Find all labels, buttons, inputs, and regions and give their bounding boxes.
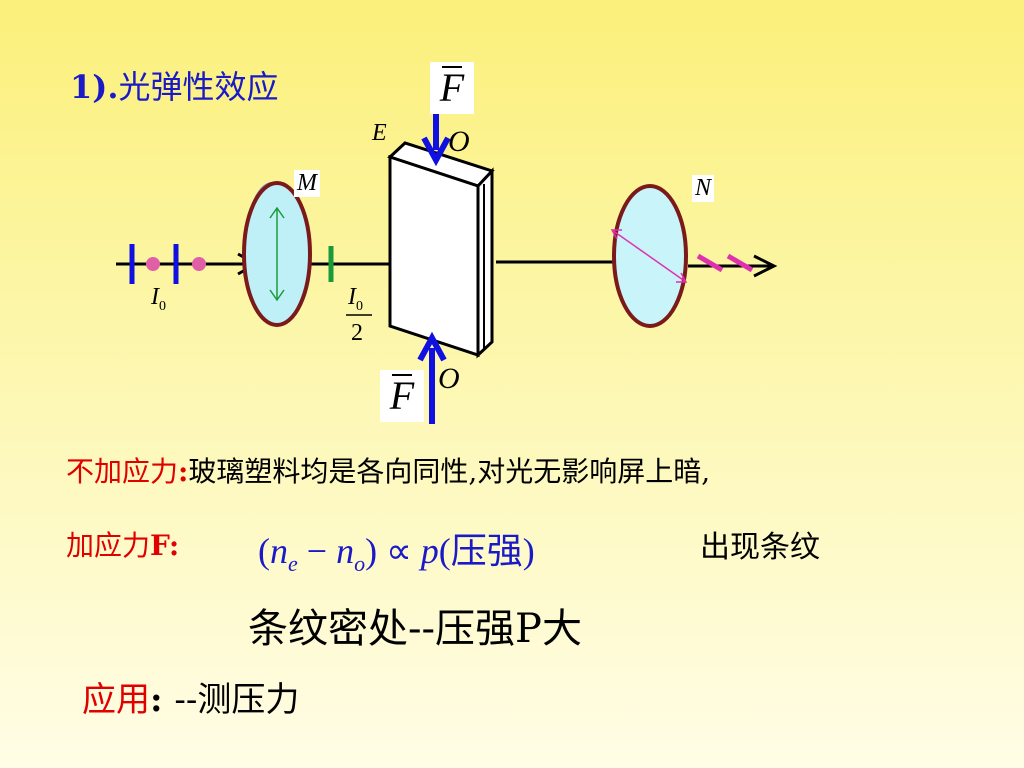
output-polarization-mark: [696, 253, 724, 273]
label-i0-half-den: 2: [351, 320, 363, 346]
formula: (ne − no) ∝ p(压强): [258, 531, 535, 577]
force-arrow-top-head: [421, 136, 451, 167]
analyzer-n-axis-arrow-a: [610, 229, 622, 240]
label-o-top: O: [448, 125, 470, 158]
force-arrow-bottom-head: [417, 331, 447, 362]
label-o-bottom: O: [438, 362, 460, 395]
analyzer-n-axis-arrow-b: [676, 272, 688, 283]
label-e: E: [372, 120, 387, 146]
label-m: M: [294, 170, 320, 197]
polarization-dot: [146, 257, 160, 271]
label-i0: I0: [151, 284, 166, 314]
force-label-top: F: [430, 62, 474, 114]
page-title: 1).光弹性效应: [70, 68, 279, 106]
fringe-text: 出现条纹: [700, 530, 820, 565]
text-line-no-stress: 不加应力:玻璃塑料均是各向同性,对光无影响屏上暗,: [66, 455, 711, 488]
force-label-bottom: F: [380, 370, 424, 422]
polarization-dot: [192, 257, 206, 271]
fringe-density-text: 条纹密处--压强P大: [248, 606, 582, 652]
output-polarization-mark: [726, 253, 754, 273]
analyzer-n-axis: [611, 229, 687, 283]
application-text: 应用: --测压力: [82, 680, 300, 720]
beam-output-arrowhead: [753, 254, 778, 278]
polarizer-m-axis-arrow-top: [269, 206, 285, 219]
label-i0-half-num: I0: [348, 284, 363, 314]
text-stress-label: 加应力F:: [66, 529, 180, 562]
sample-slab-front: [388, 154, 480, 358]
polarizer-m-axis-arrow-bottom: [269, 289, 285, 302]
label-n: N: [692, 175, 715, 202]
